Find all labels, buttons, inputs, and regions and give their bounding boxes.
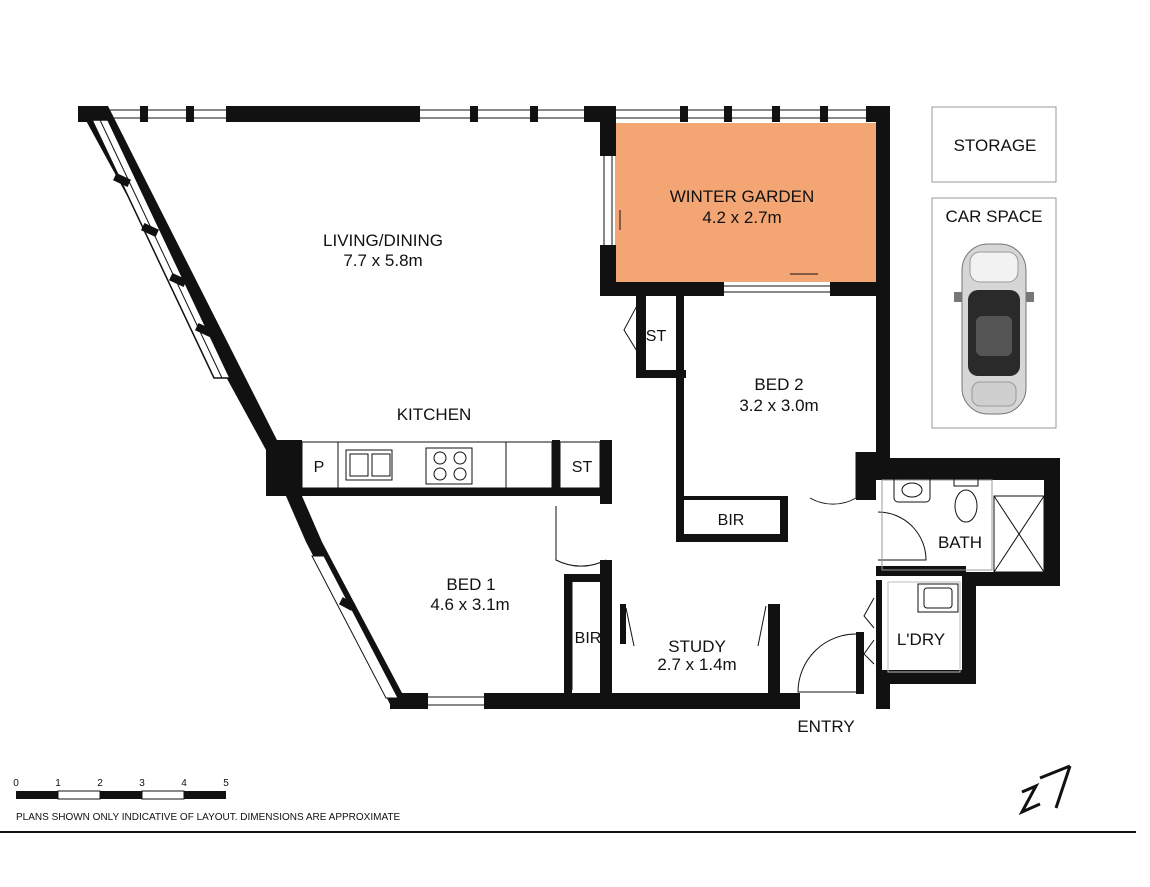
pantry-name: P (314, 459, 325, 476)
kitchen-name: KITCHEN (397, 405, 472, 424)
scale-tick-0: 0 (13, 778, 19, 789)
bed1-name: BED 1 (446, 575, 495, 594)
kitchen-fixtures (301, 441, 601, 489)
laundry-tub-icon (917, 583, 959, 613)
winter-garden-name: WINTER GARDEN (670, 187, 815, 206)
windows (108, 109, 866, 706)
study-dims: 2.7 x 1.4m (657, 655, 736, 674)
scale-tick-2: 2 (97, 778, 103, 789)
study-name: STUDY (668, 637, 726, 656)
sink-icon (345, 449, 393, 481)
shower-icon (993, 495, 1045, 573)
bed2-name: BED 2 (754, 375, 803, 394)
storage-box (931, 106, 1057, 183)
toilet-icon (954, 489, 978, 523)
scale-bar: 0 1 2 3 4 5 (13, 778, 229, 800)
bed2-dims: 3.2 x 3.0m (739, 396, 818, 415)
st-hall-name: ST (646, 328, 667, 345)
living-name: LIVING/DINING (323, 231, 443, 250)
laundry-name: L'DRY (897, 630, 945, 649)
car-space-box (931, 197, 1057, 429)
car-space-name: CAR SPACE (946, 207, 1043, 226)
basin-icon (893, 475, 931, 503)
bed1-dims: 4.6 x 3.1m (430, 595, 509, 614)
winter-garden-dims: 4.2 x 2.7m (702, 208, 781, 227)
bath-fixtures (881, 475, 1045, 673)
living-dims: 7.7 x 5.8m (343, 251, 422, 270)
storage-name: STORAGE (954, 136, 1037, 155)
car-icon (954, 243, 1034, 415)
entry-name: ENTRY (797, 717, 854, 736)
room-labels: WINTER GARDEN 4.2 x 2.7m LIVING/DINING 7… (314, 136, 1043, 736)
disclaimer: PLANS SHOWN ONLY INDICATIVE OF LAYOUT. D… (16, 812, 400, 823)
bir-bed2-name: BIR (718, 512, 745, 529)
bir-bed1-name: BIR (575, 630, 602, 647)
exterior-walls (78, 106, 1060, 709)
west-wall (78, 106, 410, 708)
bath-name: BATH (938, 533, 982, 552)
winter-garden-area (615, 123, 876, 282)
cooktop-icon (425, 447, 473, 485)
doors (555, 210, 927, 693)
scale-tick-1: 1 (55, 778, 61, 789)
scale-tick-4: 4 (181, 778, 187, 789)
interior-walls (266, 296, 966, 700)
st-kitchen-name: ST (572, 459, 593, 476)
scale-tick-5: 5 (223, 778, 229, 789)
north-arrow-icon (1018, 764, 1072, 816)
scale-tick-3: 3 (139, 778, 145, 789)
